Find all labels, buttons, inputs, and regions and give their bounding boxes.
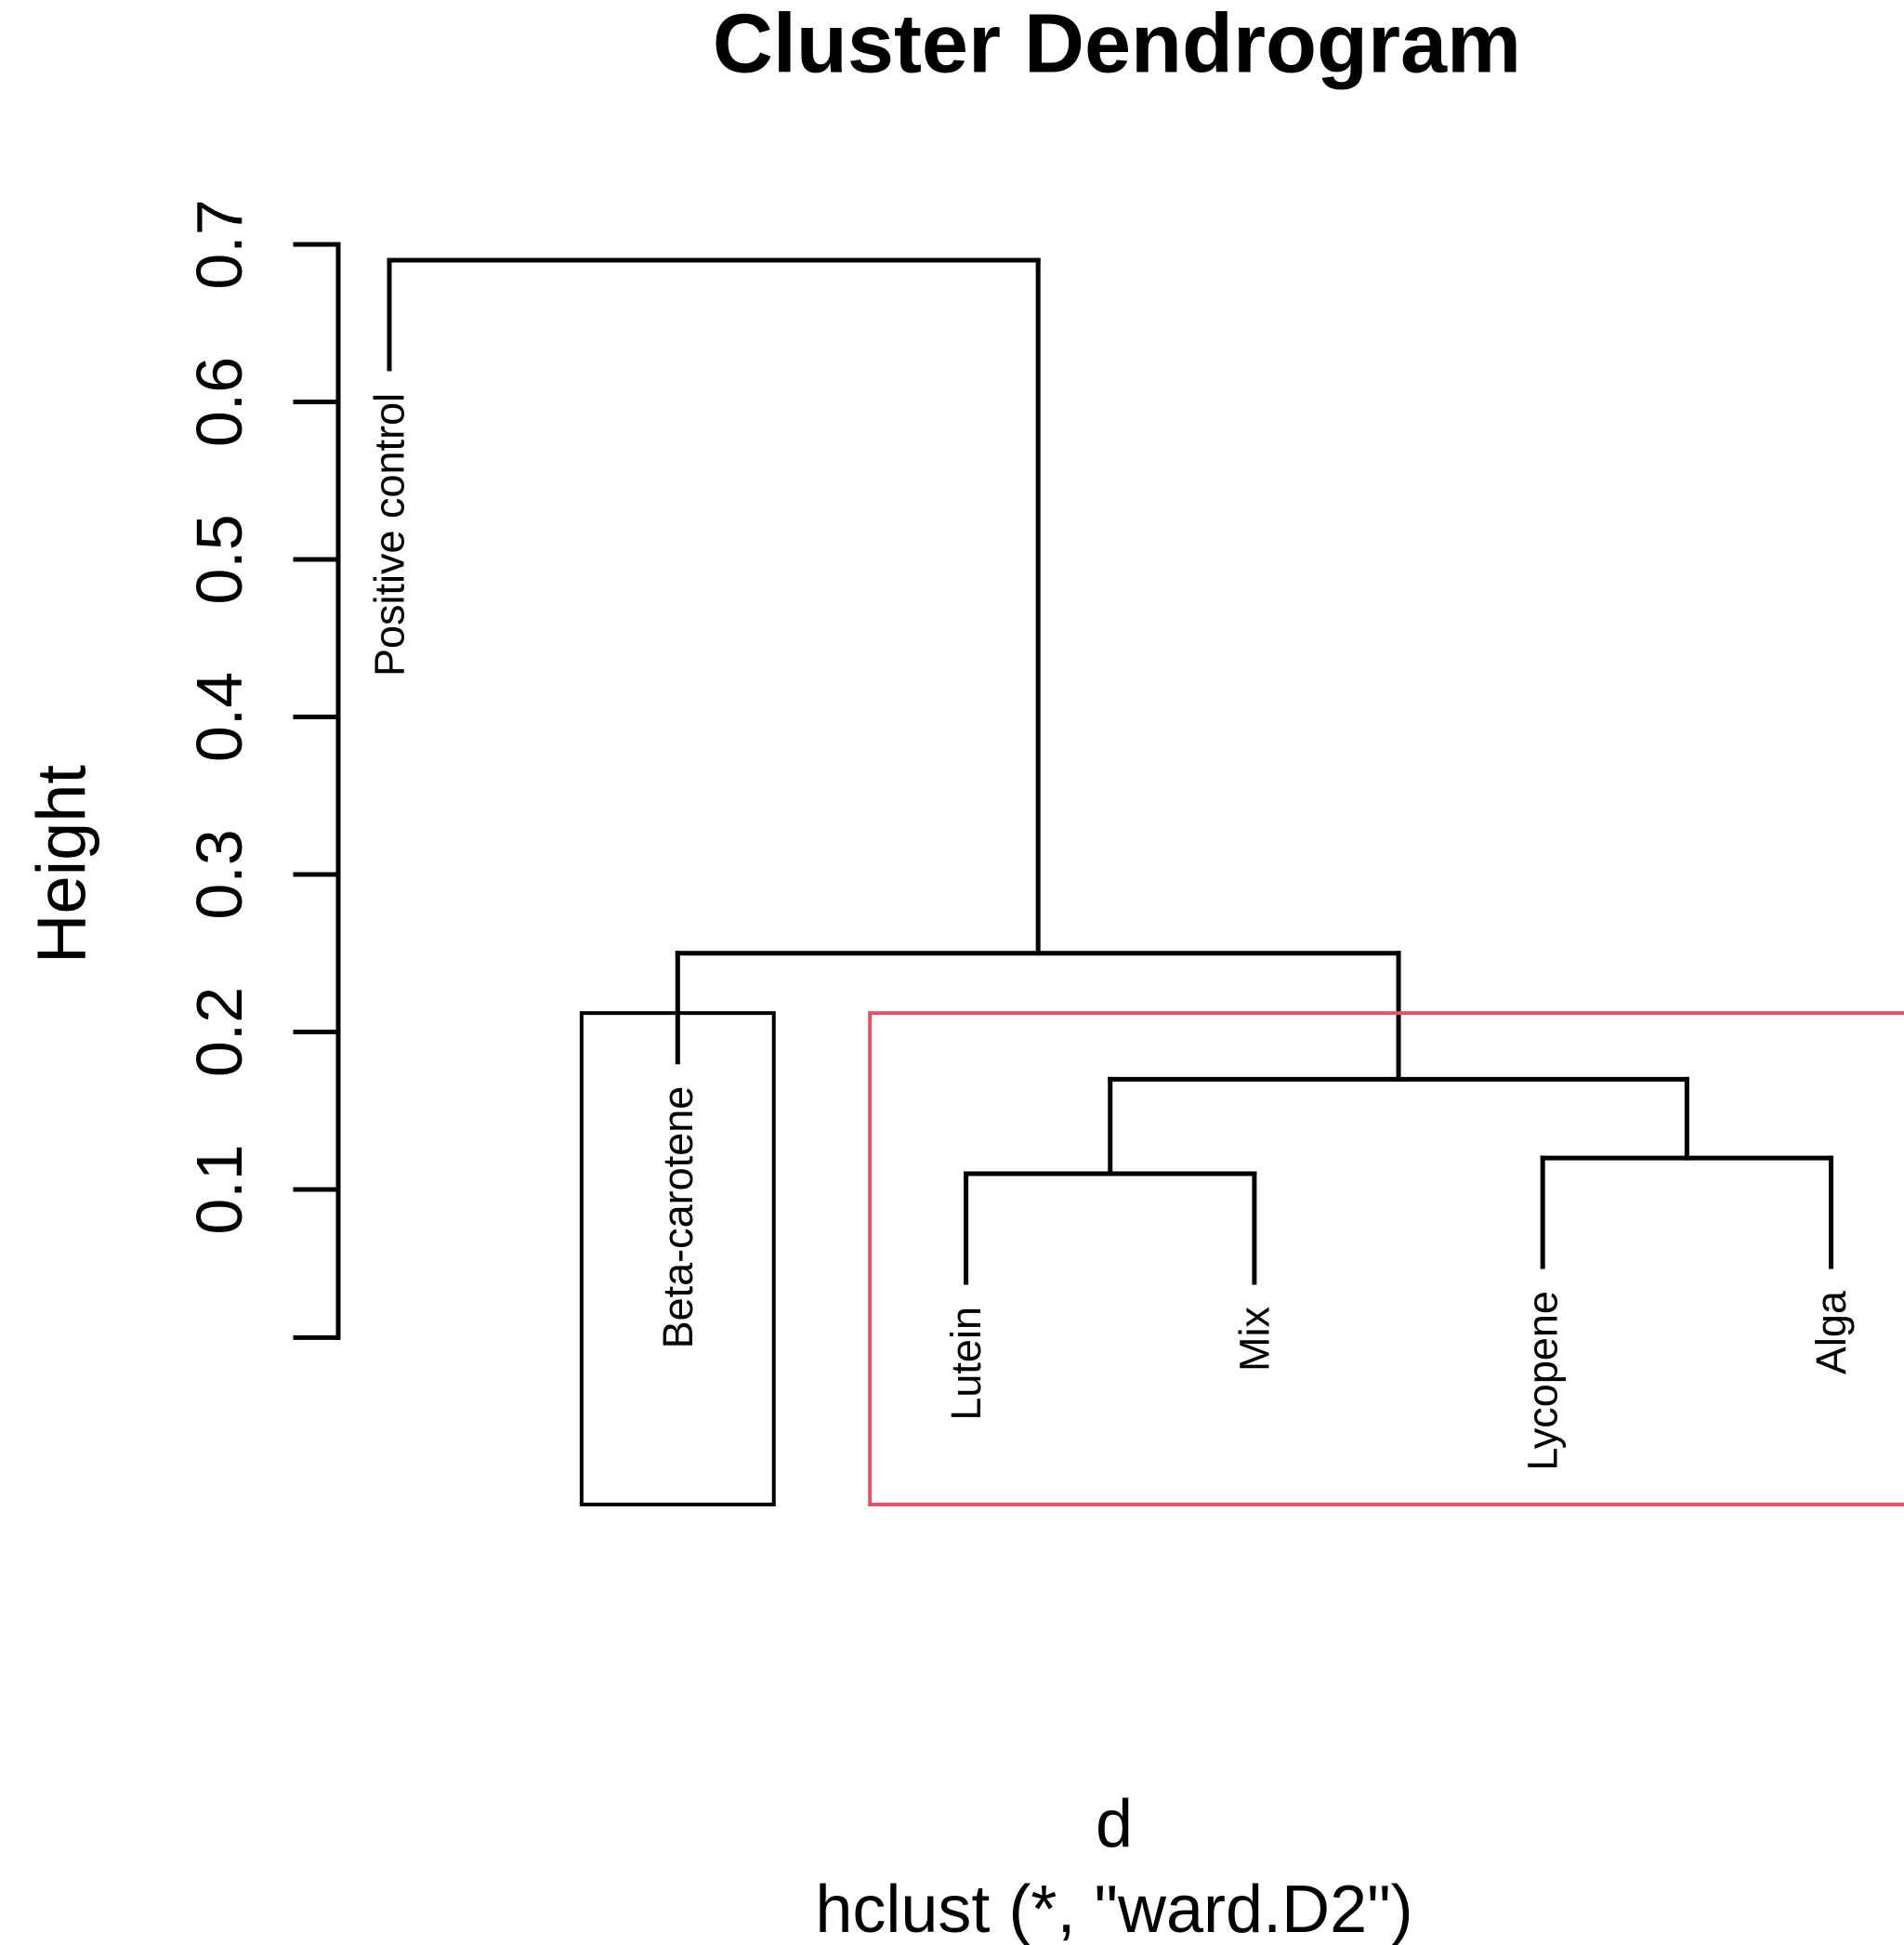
cluster-rectangle-black <box>579 1011 776 1507</box>
cluster-rectangle-red <box>868 1011 1904 1507</box>
x-caption-line2: hclust (*, "ward.D2") <box>815 1873 1413 1945</box>
y-tick-label: 0.3 <box>183 829 256 919</box>
x-caption-line1: d <box>1095 1787 1134 1861</box>
chart-title: Cluster Dendrogram <box>712 0 1522 91</box>
y-tick-label: 0.1 <box>183 1144 256 1234</box>
leaf-label: Lutein <box>942 1307 990 1421</box>
y-axis-label: Height <box>22 765 100 964</box>
leaf-label: Mix <box>1230 1307 1278 1372</box>
leaf-label: Beta-carotene <box>654 1086 702 1349</box>
y-tick-label: 0.7 <box>183 199 256 289</box>
y-tick-label: 0.4 <box>183 672 256 762</box>
leaf-label: Lycopene <box>1519 1291 1567 1471</box>
leaf-label: Positive control <box>366 393 414 677</box>
y-tick-label: 0.6 <box>183 357 256 447</box>
y-tick-label: 0.5 <box>183 514 256 604</box>
y-tick-label: 0.2 <box>183 987 256 1077</box>
leaf-label: Alga <box>1807 1290 1855 1374</box>
